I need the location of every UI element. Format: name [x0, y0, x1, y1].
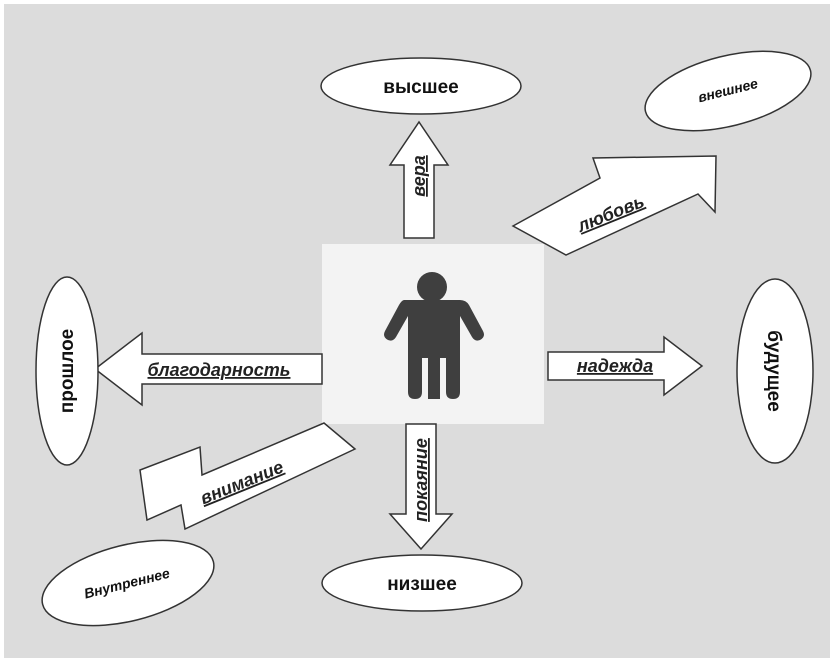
arrow-label-vera: вера [409, 155, 429, 196]
arrow-label-pokayanie: покаяние [411, 438, 431, 522]
node-label-nizshee: низшее [387, 574, 457, 595]
arrow-right-nadezhda: надежда [547, 335, 704, 397]
person-icon [384, 272, 484, 399]
arrow-label-blagodarnost: благодарность [148, 360, 291, 380]
arrow-down-pokayanie: покаяние [388, 423, 454, 551]
node-bottomleft-vnutrennee: Внутреннее [41, 539, 215, 627]
arrow-left-blagodarnost: благодарность [93, 331, 323, 407]
node-label-proshloe: прошлое [57, 329, 78, 414]
node-right-budushchee: будущее [736, 278, 814, 464]
node-bottom-nizshee: низшее [321, 554, 523, 612]
arrow-up-vera: вера [388, 120, 450, 239]
node-label-vysshee: высшее [383, 77, 458, 98]
node-top-vysshee: высшее [320, 57, 522, 115]
node-topright-vneshnee: внешнее [644, 50, 812, 132]
arrow-label-nadezhda: надежда [577, 356, 653, 376]
node-left-proshloe: прошлое [35, 276, 99, 466]
node-label-budushchee: будущее [763, 330, 784, 412]
arrow-upright-lyubov: любовь [511, 155, 717, 256]
